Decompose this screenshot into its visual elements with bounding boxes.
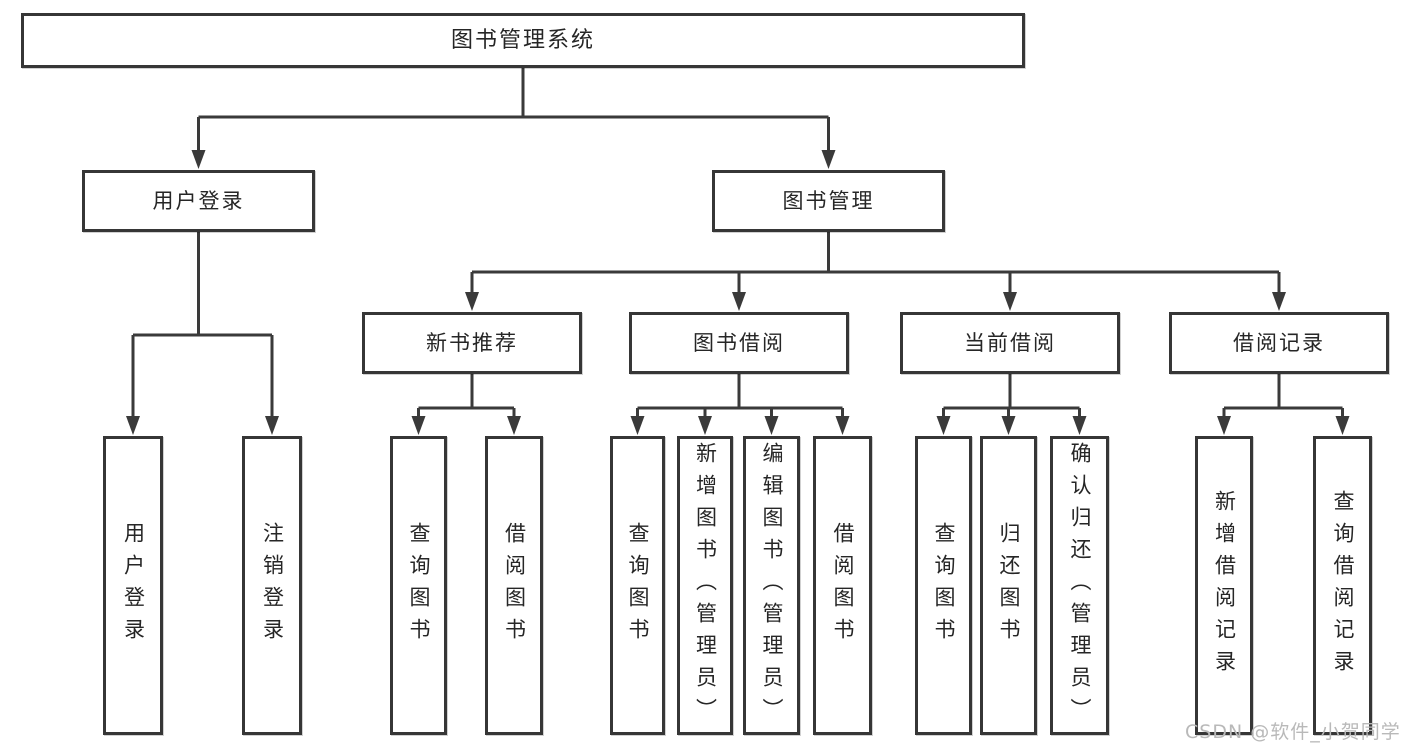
- arrowhead-icon: [630, 416, 645, 435]
- leaf-label: 新增图书（管理员）: [693, 441, 718, 730]
- arrowhead-icon: [126, 416, 140, 435]
- leaf-confirm-return-admin: 确认归还（管理员）: [1050, 436, 1109, 735]
- arrowhead-icon: [698, 416, 712, 435]
- csdn-watermark: CSDN @软件_小贺同学: [1185, 721, 1401, 743]
- leaf-user-login: 用户登录: [103, 436, 163, 735]
- node-label: 当前借阅: [964, 330, 1056, 355]
- leaf-label: 查询图书: [932, 521, 956, 650]
- node-new-book-recommend: 新书推荐: [362, 312, 582, 374]
- leaf-label: 借阅图书: [502, 521, 527, 650]
- arrowhead-icon: [465, 292, 479, 311]
- leaf-query-borrow-record: 查询借阅记录: [1313, 436, 1372, 735]
- connector-current-to-leaves: [936, 374, 1087, 435]
- leaf-label: 编辑图书（管理员）: [760, 441, 784, 730]
- leaf-borrow-books: 借阅图书: [813, 436, 872, 735]
- node-user-login: 用户登录: [82, 170, 315, 232]
- arrowhead-icon: [265, 416, 279, 435]
- arrowhead-icon: [1217, 416, 1231, 435]
- arrowhead-icon: [1001, 416, 1016, 435]
- leaf-borrow-books-recommend: 借阅图书: [485, 436, 543, 735]
- arrowhead-icon: [764, 416, 779, 435]
- arrowhead-icon: [821, 150, 836, 169]
- arrowhead-icon: [191, 150, 206, 169]
- leaf-return-books: 归还图书: [980, 436, 1037, 735]
- arrowhead-icon: [1003, 292, 1017, 311]
- connector-records-to-leaves: [1217, 374, 1350, 435]
- leaf-label: 新增借阅记录: [1212, 489, 1237, 682]
- node-book-management: 图书管理: [712, 170, 945, 232]
- node-borrow-records: 借阅记录: [1169, 312, 1389, 374]
- leaf-query-books-borrow: 查询图书: [610, 436, 665, 735]
- leaf-add-borrow-record: 新增借阅记录: [1195, 436, 1253, 735]
- arrowhead-icon: [1335, 416, 1350, 435]
- leaf-edit-books-admin: 编辑图书（管理员）: [743, 436, 800, 735]
- leaf-label: 归还图书: [997, 521, 1021, 650]
- arrowhead-icon: [835, 416, 850, 435]
- leaf-logout: 注销登录: [242, 436, 302, 735]
- leaf-label: 查询借阅记录: [1331, 489, 1355, 682]
- arrowhead-icon: [936, 416, 951, 435]
- node-label: 用户登录: [152, 188, 245, 213]
- leaf-add-books-admin: 新增图书（管理员）: [677, 436, 733, 735]
- node-label: 图书借阅: [693, 330, 785, 355]
- connector-root-to-level2: [191, 68, 836, 169]
- node-label: 图书管理: [782, 188, 875, 213]
- node-label: 图书管理系统: [450, 27, 595, 53]
- leaf-label: 借阅图书: [831, 521, 855, 650]
- connector-borrow-to-leaves: [630, 374, 850, 435]
- leaf-label: 用户登录: [121, 521, 146, 650]
- leaf-query-books-recommend: 查询图书: [390, 436, 447, 735]
- connector-recommend-to-leaves: [411, 374, 521, 435]
- arrowhead-icon: [1072, 416, 1087, 435]
- leaf-label: 查询图书: [626, 521, 650, 650]
- leaf-label: 确认归还（管理员）: [1068, 441, 1092, 730]
- leaf-label: 查询图书: [407, 521, 431, 650]
- node-current-borrowing: 当前借阅: [900, 312, 1120, 374]
- connector-management-to-level3: [465, 232, 1286, 311]
- arrowhead-icon: [1272, 292, 1286, 311]
- node-library-system: 图书管理系统: [21, 13, 1025, 68]
- arrowhead-icon: [732, 292, 746, 311]
- node-book-borrowing: 图书借阅: [629, 312, 849, 374]
- arrowhead-icon: [411, 416, 426, 435]
- leaf-query-books-current: 查询图书: [915, 436, 972, 735]
- node-label: 借阅记录: [1233, 330, 1325, 355]
- node-label: 新书推荐: [426, 330, 518, 355]
- leaf-label: 注销登录: [260, 521, 285, 650]
- arrowhead-icon: [507, 416, 521, 435]
- connector-login-to-leaves: [126, 232, 279, 435]
